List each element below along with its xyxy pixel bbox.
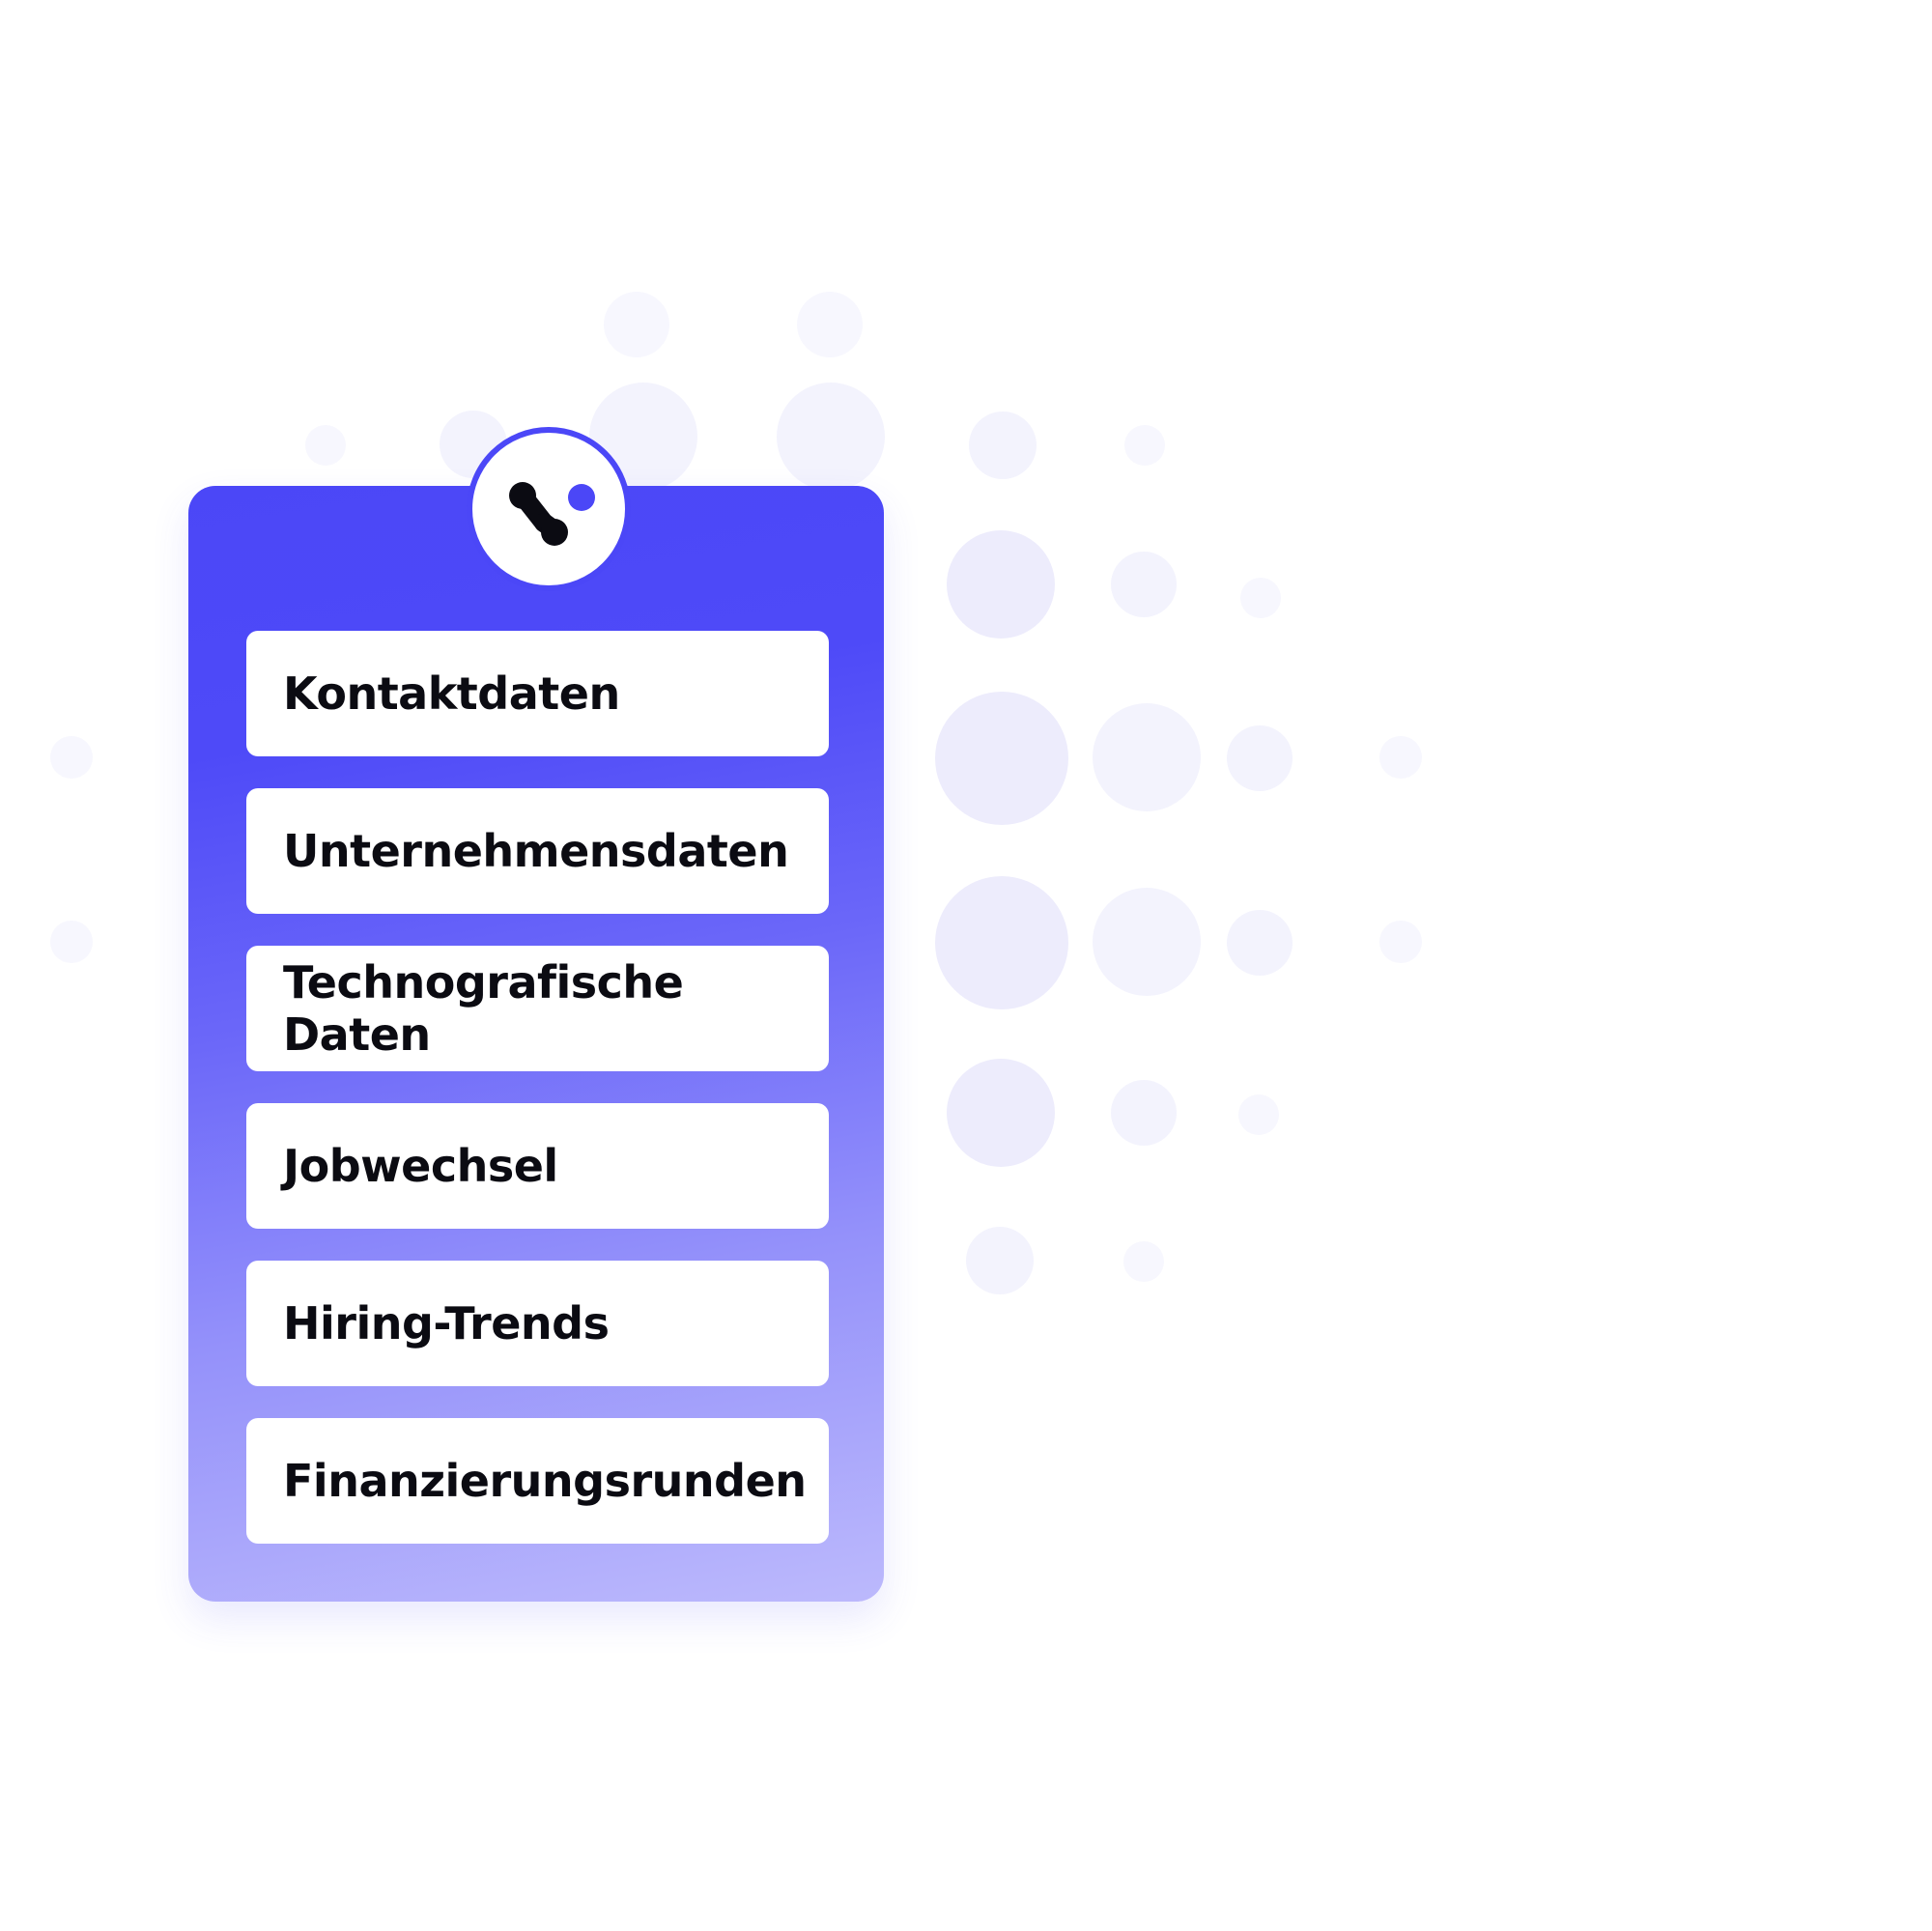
background-dot [1240,578,1281,618]
background-dot [50,921,93,963]
background-dot [966,1227,1034,1294]
background-dot [797,292,863,357]
background-dot [1238,1094,1279,1135]
data-type-label: Technografische Daten [283,956,684,1061]
background-dot [50,736,93,779]
background-dot [1111,1080,1177,1146]
background-dot [969,412,1037,479]
data-type-label: Unternehmensdaten [283,825,789,877]
data-type-label: Finanzierungsrunden [283,1455,807,1507]
logo-badge [467,427,631,591]
background-dot [947,530,1055,639]
background-dot [947,1059,1055,1167]
background-dot [1123,1241,1164,1282]
background-dot [604,292,669,357]
background-dot [935,876,1068,1009]
data-type-label: Jobwechsel [283,1140,558,1192]
background-dot [935,692,1068,825]
connected-nodes-logo-icon [509,482,595,546]
data-type-item-finanzierungsrunden[interactable]: Finanzierungsrunden [246,1418,829,1544]
data-types-list: Kontaktdaten Unternehmensdaten Technogra… [246,631,829,1576]
data-type-label: Kontaktdaten [283,667,620,720]
background-dot [777,383,885,491]
data-type-label: Hiring-Trends [283,1297,610,1349]
data-type-item-kontaktdaten[interactable]: Kontaktdaten [246,631,829,756]
background-dot [1093,703,1201,811]
data-type-item-hiring-trends[interactable]: Hiring-Trends [246,1261,829,1386]
data-type-item-technografische-daten[interactable]: Technografische Daten [246,946,829,1071]
background-dot [1124,425,1165,466]
background-dot [1379,736,1422,779]
background-dot [1111,552,1177,617]
background-dot [1093,888,1201,996]
background-dot [1379,921,1422,963]
background-dot [1227,910,1293,976]
background-dot [1227,725,1293,791]
data-type-item-jobwechsel[interactable]: Jobwechsel [246,1103,829,1229]
data-type-item-unternehmensdaten[interactable]: Unternehmensdaten [246,788,829,914]
background-dot [305,425,346,466]
